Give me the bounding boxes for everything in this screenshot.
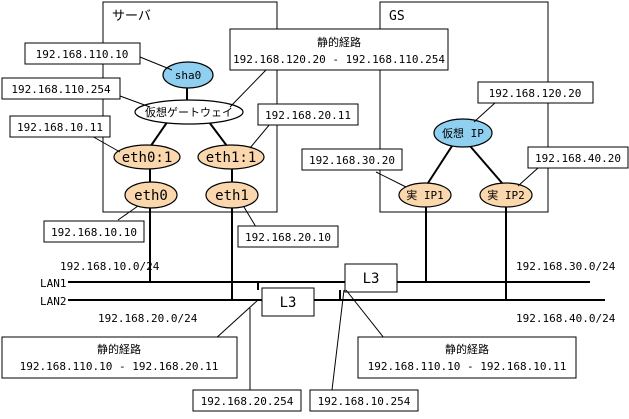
real-ip2-label: 実 IP2: [487, 188, 525, 202]
callout-l3-right-addr: 192.168.10.254: [318, 395, 411, 408]
net-20-label: 192.168.20.0/24: [98, 312, 198, 325]
callout-eth1-1-addr-box: [257, 103, 359, 126]
pointer-rip2-addr: [517, 167, 539, 187]
net-30-label: 192.168.30.0/24: [516, 260, 616, 273]
net-40-label: 192.168.40.0/24: [516, 312, 616, 325]
gs-zone-label: GS: [389, 9, 405, 24]
server-route-value: 192.168.120.20 - 192.168.110.254: [233, 53, 445, 66]
callout-sha0-gw-addr-box: [1, 77, 121, 100]
server-route-title: 静的経路: [317, 35, 361, 49]
net-10-label: 192.168.10.0/24: [60, 260, 160, 273]
server-zone-label: サーバ: [112, 9, 151, 24]
eth0-node: [124, 181, 178, 209]
eth1-1-node: [197, 144, 265, 170]
gs-zone: [379, 1, 549, 213]
callout-rip2-addr: 192.168.40.20: [535, 152, 621, 165]
pointer-rip1-addr: [375, 171, 407, 188]
pointer-sha0-gw-addr: [119, 95, 151, 108]
eth1-label: eth1: [215, 188, 249, 204]
eth1-1-label: eth1:1: [206, 150, 257, 166]
pointer-server-route: [229, 69, 267, 108]
virtual-gateway-label: 仮想ゲートウェイ: [145, 105, 233, 119]
callout-l3-right-addr-box: [309, 389, 419, 412]
l3-left-box: [261, 287, 315, 317]
eth1-node: [205, 181, 259, 209]
lan2-label: LAN2: [40, 295, 67, 308]
callout-eth0-1-addr-box: [9, 115, 111, 138]
pointer-l3-right-addr: [331, 289, 345, 391]
callout-rip1-addr: 192.168.30.20: [309, 154, 395, 167]
l3-left-label: L3: [280, 295, 297, 311]
pointer-sha0-addr: [139, 56, 173, 71]
callout-eth1-addr-box: [237, 225, 339, 248]
eth0-1-label: eth0:1: [122, 150, 173, 166]
real-ip2-node: [479, 182, 533, 208]
callout-sha0-addr-box: [24, 42, 141, 65]
callout-eth0-addr: 192.168.10.10: [51, 226, 137, 239]
eth0-1-node: [113, 144, 181, 170]
sha0-node: [162, 61, 214, 89]
link-vip-rip1: [427, 145, 453, 184]
callout-sha0-gw-addr: 192.168.110.254: [11, 83, 111, 96]
callout-eth1-1-addr: 192.168.20.11: [265, 109, 351, 122]
pointer-right-route: [345, 289, 385, 339]
pointer-vip-addr: [473, 101, 497, 123]
callout-rip2-addr-box: [527, 146, 629, 169]
left-route-title: 静的経路: [97, 342, 141, 356]
lan1-label: LAN1: [40, 277, 67, 290]
callout-server-route-box: [229, 28, 449, 71]
eth0-label: eth0: [134, 188, 168, 204]
callout-left-route-box: [1, 336, 238, 379]
callout-l3-left-addr-box: [192, 389, 302, 412]
pointer-eth0-1-addr: [89, 134, 121, 153]
callout-l3-left-addr: 192.168.20.254: [201, 395, 294, 408]
real-ip1-node: [398, 182, 452, 208]
callout-eth0-addr-box: [43, 220, 145, 243]
left-route-value: 192.168.110.10 - 192.168.20.11: [20, 360, 219, 373]
callout-rip1-addr-box: [301, 148, 403, 171]
virtual-ip-node: [433, 118, 493, 148]
pointer-eth0-addr: [117, 205, 139, 221]
sha0-label: sha0: [175, 69, 202, 82]
pointer-eth1-addr: [243, 206, 257, 228]
pointer-left-route: [213, 299, 259, 341]
right-route-value: 192.168.110.10 - 192.168.10.11: [368, 360, 567, 373]
right-route-title: 静的経路: [445, 342, 489, 356]
pointer-eth1-1-addr: [249, 123, 271, 149]
callout-eth0-1-addr: 192.168.10.11: [17, 121, 103, 134]
l3-right-label: L3: [363, 271, 380, 287]
virtual-ip-label: 仮想 IP: [442, 126, 484, 140]
callout-vip-addr-box: [477, 81, 594, 104]
callout-eth1-addr: 192.168.20.10: [245, 231, 331, 244]
callout-right-route-box: [357, 336, 577, 379]
l3-right-box: [344, 263, 398, 293]
callout-vip-addr: 192.168.120.20: [489, 87, 582, 100]
callout-sha0-addr: 192.168.110.10: [36, 48, 129, 61]
real-ip1-label: 実 IP1: [406, 188, 444, 202]
virtual-gateway-node: [134, 99, 244, 125]
link-vip-rip2: [469, 145, 503, 184]
